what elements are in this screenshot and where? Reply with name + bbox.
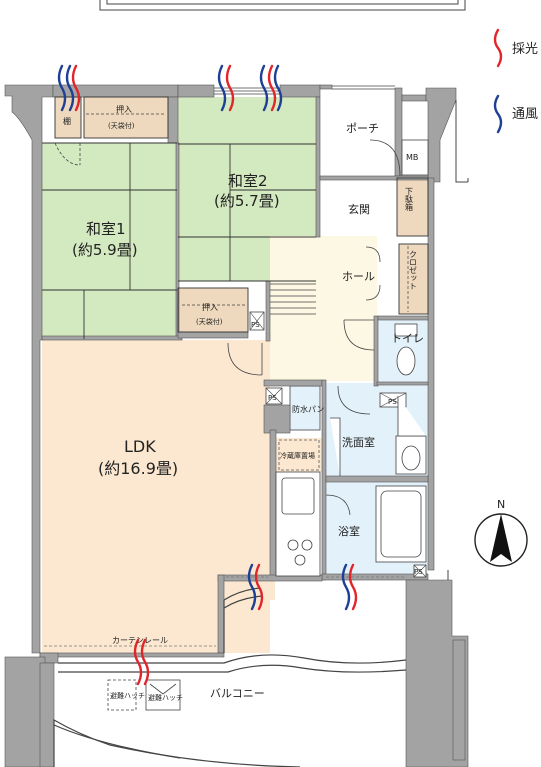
closet-label: クロゼット	[409, 250, 418, 290]
reizouko-area	[278, 439, 320, 471]
airflow-marks	[57, 64, 358, 686]
outer-lines	[447, 100, 469, 580]
mb-label: MB	[406, 153, 418, 162]
tenbukuro1-label: (天袋付)	[108, 121, 135, 130]
balcony-label: バルコニー	[210, 687, 265, 700]
bousui-pan-label: 防水パン	[292, 404, 324, 414]
balcony-outline	[53, 654, 407, 767]
tatami-lines	[42, 142, 316, 339]
tenbukuro2-label: (天袋付)	[196, 317, 223, 326]
genkan-floor	[320, 180, 396, 236]
hinan-hatch-label-2: 避難ハッチ	[148, 693, 183, 702]
washitsu1-name: 和室1	[86, 220, 126, 238]
hall-label: ホール	[342, 270, 375, 283]
upper-building-outline	[99, 0, 466, 11]
north-arrow-icon	[490, 514, 512, 562]
oshiire1-floor	[84, 97, 168, 138]
ps-label-4: PS	[414, 568, 423, 576]
oshiire1-label: 押入	[116, 104, 132, 114]
hinan-hatch-label-1: 避難ハッチ	[110, 691, 145, 700]
reizouko-label: 冷蔵庫置場	[280, 451, 315, 460]
genkan-label: 玄関	[348, 202, 370, 216]
kitchen-counter	[275, 471, 321, 577]
storage-dashes	[86, 113, 409, 312]
ldk-size: (約16.9畳)	[98, 459, 178, 478]
legend-lighting-label: 採光	[512, 42, 538, 57]
porch-label: ポーチ	[346, 122, 379, 135]
ps-label-1: PS	[251, 321, 260, 329]
ldk-dashed	[44, 576, 404, 647]
senmenshitsu-label: 洗面室	[342, 435, 375, 449]
toilet-label: トイレ	[391, 332, 424, 345]
oshiire2-label: 押入	[202, 302, 218, 312]
tana-label: 棚	[63, 116, 71, 126]
kitchen-floor	[230, 548, 275, 600]
balcony-curve	[223, 587, 263, 653]
hall-steps	[270, 283, 316, 315]
reizouko-floor	[276, 438, 322, 472]
north-label: N	[497, 498, 505, 511]
tana-floor	[55, 97, 81, 138]
door-swings	[54, 139, 401, 516]
mb-box	[401, 139, 429, 176]
north-compass: N	[474, 498, 528, 567]
getabako-floor	[397, 178, 428, 236]
walls	[4, 84, 469, 767]
ventilation-icon	[493, 94, 503, 134]
oshiire2-floor	[178, 288, 248, 332]
evacuation-hatches	[107, 679, 181, 711]
washitsu1-floor	[42, 143, 177, 339]
closet-floor	[399, 244, 428, 314]
ps-label-3: PS	[388, 398, 397, 406]
yokushitsu-label: 浴室	[338, 524, 360, 538]
ps-label-2: PS	[268, 394, 277, 402]
washitsu2-name: 和室2	[228, 172, 268, 190]
curtain-rail-label: カーテンレール	[112, 636, 168, 645]
ldk-floor	[42, 340, 270, 653]
bousui-pan-floor	[289, 385, 321, 431]
legend: 採光 通風	[493, 28, 538, 134]
washitsu2-size: (約5.7畳)	[214, 192, 280, 210]
washitsu1-size: (約5.9畳)	[72, 241, 138, 259]
toilet-fixture	[394, 323, 418, 376]
legend-ventilation-label: 通風	[512, 107, 538, 122]
ldk-name: LDK	[124, 437, 156, 456]
hall-floor	[270, 236, 377, 381]
ps-crosses	[249, 311, 427, 578]
storage-outlines	[54, 96, 429, 333]
lighting-icon	[493, 28, 503, 68]
bathtub	[375, 485, 427, 563]
getabako-label: 下駄箱	[405, 187, 414, 212]
washroom-fixtures	[330, 396, 427, 476]
